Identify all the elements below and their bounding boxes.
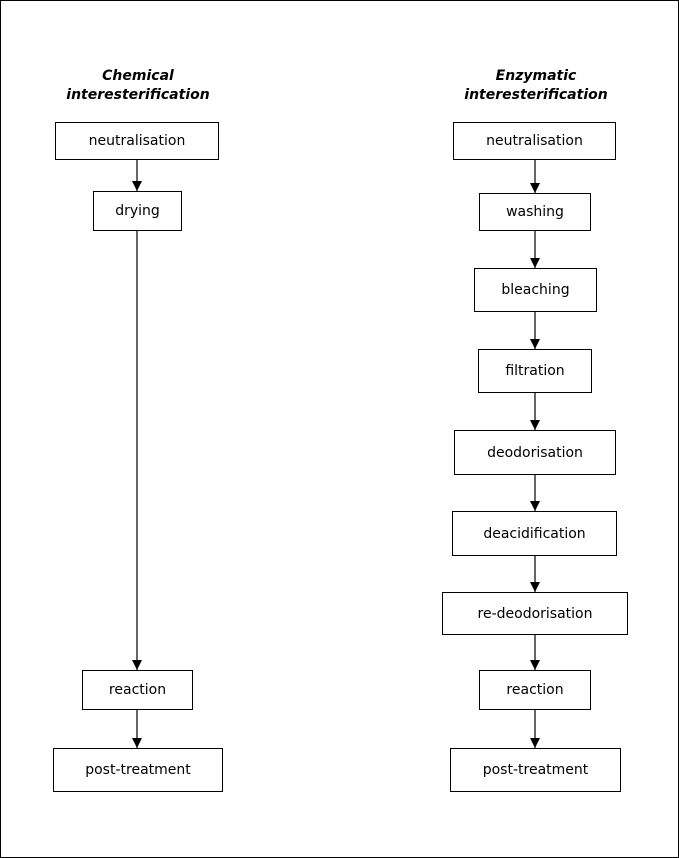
enzymatic-step-re-deodorisation: re-deodorisation [442, 592, 628, 635]
enzymatic-step-bleaching: bleaching [474, 268, 597, 312]
chemical-heading-line1: Chemical [102, 68, 174, 84]
enzymatic-step-filtration: filtration [478, 349, 592, 393]
chemical-step-post-treatment: post-treatment [53, 748, 223, 792]
chemical-step-reaction: reaction [82, 670, 193, 710]
enzymatic-heading-line2: interesterification [464, 87, 608, 103]
enzymatic-step-deacidification: deacidification [452, 511, 617, 556]
chemical-step-neutralisation: neutralisation [55, 122, 219, 160]
chemical-step-drying: drying [93, 191, 182, 231]
enzymatic-step-washing: washing [479, 193, 591, 231]
enzymatic-step-neutralisation: neutralisation [453, 122, 616, 160]
chemical-column-heading: Chemical interesterification [8, 67, 268, 105]
enzymatic-step-deodorisation: deodorisation [454, 430, 616, 475]
enzymatic-step-post-treatment: post-treatment [450, 748, 621, 792]
enzymatic-step-reaction: reaction [479, 670, 591, 710]
enzymatic-column-heading: Enzymatic interesterification [406, 67, 666, 105]
chemical-heading-line2: interesterification [66, 87, 210, 103]
enzymatic-heading-line1: Enzymatic [495, 68, 577, 84]
